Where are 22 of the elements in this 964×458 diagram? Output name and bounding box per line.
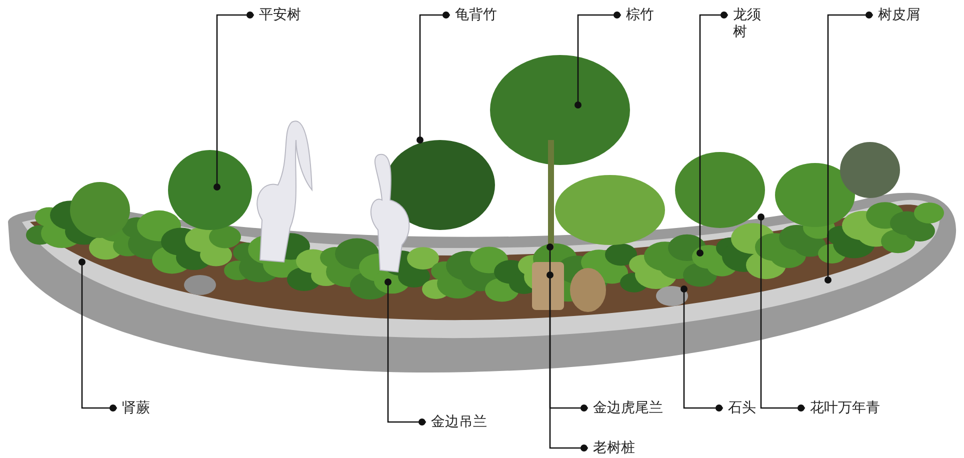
leader-line — [824, 12, 873, 284]
plant-label: 金边虎尾兰 — [588, 400, 663, 417]
plant-label: 龟背竹 — [450, 7, 497, 24]
plant-label: 平安树 — [254, 7, 301, 24]
leader-line — [546, 272, 588, 452]
plant-label: 金边吊兰 — [426, 414, 487, 431]
leader-line — [214, 12, 254, 190]
leader-line — [546, 244, 588, 412]
leader-line — [384, 278, 426, 426]
leader-line — [78, 258, 117, 412]
leader-line — [696, 12, 728, 256]
plant-label: 龙须树 — [728, 7, 763, 41]
plant-label: 肾蕨 — [117, 400, 150, 417]
leader-line — [758, 214, 805, 412]
plant-label: 树皮屑 — [873, 7, 920, 24]
leader-line — [416, 12, 450, 144]
plant-label: 花叶万年青 — [805, 400, 880, 417]
leader-line — [574, 12, 621, 108]
leader-line — [680, 286, 723, 412]
plant-label: 石头 — [723, 400, 756, 417]
plant-label: 老树桩 — [588, 440, 635, 457]
plant-label: 棕竹 — [621, 7, 654, 24]
